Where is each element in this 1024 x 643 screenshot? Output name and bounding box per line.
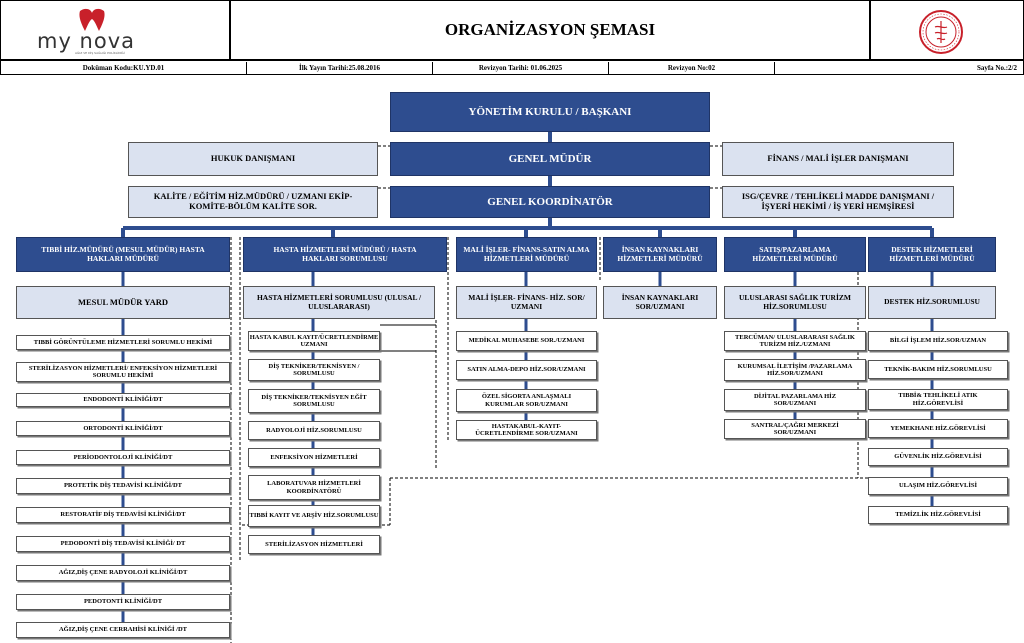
revision-date: Revizyon Tarihi: 01.06.2025 [433,62,609,74]
infection-services-box: ENFEKSİYON HİZMETLERİ [248,448,380,467]
laboratory-box: LABORATUVAR HİZMETLERİ KOORDİNATÖRÜ [248,475,380,500]
pedodontics-box: PEDODONTİ DİŞ TEDAVİSİ KLİNİĞİ/ DT [16,536,230,552]
cafeteria-box: YEMEKHANE HİZ.GÖREVLİSİ [868,419,1008,438]
header-logo-cell: my nova AĞIZ VE DİŞ SAĞLIĞI POLİKLİNİĞİ [0,0,230,60]
legal-advisor-box: HUKUK DANIŞMANI [128,142,378,176]
revision-no: Revizyon No:02 [609,62,775,74]
corporate-communication-box: KURUMSAL İLETİŞİM /PAZARLAMA HİZ.SOR/UZM… [724,359,866,381]
quality-manager-box: KALİTE / EĞİTİM HİZ.MÜDÜRÜ / UZMANI EKİP… [128,186,378,218]
patient-services-responsible-box: HASTA HİZMETLERİ SORUMLUSU (ULUSAL / ULU… [243,286,435,319]
private-insurance-box: ÖZEL SİGORTA ANLAŞMALI KURUMLAR SOR/UZMA… [456,389,597,412]
support-responsible-box: DESTEK HİZ.SORUMLUSU [868,286,996,319]
cleaning-box: TEMİZLİK HİZ.GÖREVLİSİ [868,506,1008,524]
header-title-cell: ORGANİZASYON ŞEMASI [230,0,870,60]
radiology-box: RADYOLOJİ HİZ.SORUMLUSU [248,421,380,440]
admission-billing-box: HASTAKABUL-KAYIT-ÜCRETLENDİRME SOR/UZMAN… [456,420,597,440]
security-box: GÜVENLİK HİZ.GÖREVLİSİ [868,448,1008,466]
hr-manager-box: İNSAN KAYNAKLARI HİZMETLERİ MÜDÜRÜ [603,237,717,272]
dental-technician-box: DİŞ TEKNİKER/TEKNİSYEN / SORUMLUSU [248,359,380,381]
medical-director-box: TIBBİ HİZ.MÜDÜRÜ (MESUL MÜDÜR) HASTA HAK… [16,237,230,272]
ministry-seal-icon [909,9,973,55]
health-tourism-box: ULUSLARASI SAĞLIK TURİZM HİZ.SORUMLUSU [724,286,866,319]
isg-advisor-box: ISG/ÇEVRE / TEHLİKELİ MADDE DANIŞMANI / … [722,186,954,218]
purchasing-warehouse-box: SATIN ALMA-DEPO HİZ.SOR/UZMANI [456,360,597,380]
endodontics-box: ENDODONTİ KLİNİĞİ/DT [16,393,230,407]
restorative-box: RESTORATİF DİŞ TEDAVİSİ KLİNİĞİ/DT [16,507,230,523]
hr-specialist-box: İNSAN KAYNAKLARI SOR/UZMANI [603,286,717,319]
logo-subtitle: AĞIZ VE DİŞ SAĞLIĞI POLİKLİNİĞİ [75,51,125,55]
sales-marketing-manager-box: SATIŞ/PAZARLAMA HİZMETLERİ MÜDÜRÜ [724,237,866,272]
patient-admission-box: HASTA KABUL KAYIT/ÜCRETLENDİRME UZMANI [248,331,380,351]
logo-text: my nova [37,29,136,53]
medical-imaging-box: TIBBİ GÖRÜNTÜLEME HİZMETLERİ SORUMLU HEK… [16,335,230,350]
medical-accounting-box: MEDİKAL MUHASEBE SOR./UZMANI [456,331,597,351]
transportation-box: ULAŞIM HİZ.GÖREVLİSİ [868,477,1008,495]
support-services-manager-box: DESTEK HİZMETLERİ HİZMETLERİ MÜDÜRÜ [868,237,996,272]
header-seal-cell [870,0,1024,60]
page-number: Sayfa No.:2/2 [976,64,1017,72]
it-box: BİLGİ İŞLEM HİZ.SOR/UZMAN [868,331,1008,351]
translator-box: TERCÜMAN/ ULUSLARARASI SAĞLIK TURİZM HİZ… [724,331,866,351]
doc-code: Doküman Kodu:KU.YD.01 [1,62,247,74]
medical-records-box: TIBBİ KAYIT VE ARŞİV HİZ.SORUMLUSU [248,505,380,527]
periodontology-box: PERİODONTOLOJİ KLİNİĞİ/DT [16,450,230,465]
finance-manager-box: MALİ İŞLER- FİNANS-SATIN ALMA HİZMETLERİ… [456,237,597,272]
patient-services-manager-box: HASTA HİZMETLERİ MÜDÜRÜ / HASTA HAKLARI … [243,237,447,272]
board-box: YÖNETİM KURULU / BAŞKANI [390,92,710,132]
general-coordinator-box: GENEL KOORDİNATÖR [390,186,710,218]
general-manager-box: GENEL MÜDÜR [390,142,710,176]
oral-radiology-box: AĞIZ,DİŞ ÇENE RADYOLOJİ KLİNİĞİ/DT [16,565,230,581]
pedotontics-box: PEDOTONTİ KLİNİĞİ/DT [16,594,230,610]
finance-advisor-box: FİNANS / MALİ İŞLER DANIŞMANI [722,142,954,176]
technical-maintenance-box: TEKNİK-BAKIM HİZ.SORUMLUSU [868,360,1008,379]
first-pub-date: İlk Yayın Tarihi:25.08.2016 [247,62,433,74]
logo-icon [77,7,107,33]
dental-technician-training-box: DİŞ TEKNİKER/TEKNİSYEN EĞİT SORUMLUSU [248,389,380,413]
page-title: ORGANİZASYON ŞEMASI [444,20,656,39]
prosthetics-box: PROTETİK DİŞ TEDAVİSİ KLİNİĞİ/DT [16,478,230,494]
medical-waste-box: TIBBİ& TEHLİKELİ ATIK HİZ.GÖREVLİSİ [868,389,1008,410]
digital-marketing-box: DİJİTAL PAZARLAMA HİZ SOR/UZMANI [724,389,866,411]
orthodontics-box: ORTODONTİ KLİNİĞİ/DT [16,421,230,436]
oral-surgery-box: AĞIZ,DİŞ ÇENE CERRAHİSİ KLİNİĞİ /DT [16,622,230,638]
sterilization-services-box: STERİLİZASYON HİZMETLERİ [248,535,380,554]
call-center-box: SANTRAL/ÇAĞRI MERKEZİ SOR/UZMANI [724,419,866,439]
meta-row: Doküman Kodu:KU.YD.01 İlk Yayın Tarihi:2… [0,60,1024,75]
sterilization-infection-box: STERİLİZASYON HİZMETLERİ/ ENFEKSİYON HİZ… [16,362,230,382]
finance-specialist-box: MALİ İŞLER- FİNANS- HİZ. SOR/ UZMANI [456,286,597,319]
responsible-manager-assistant-box: MESUL MÜDÜR YARD [16,286,230,319]
